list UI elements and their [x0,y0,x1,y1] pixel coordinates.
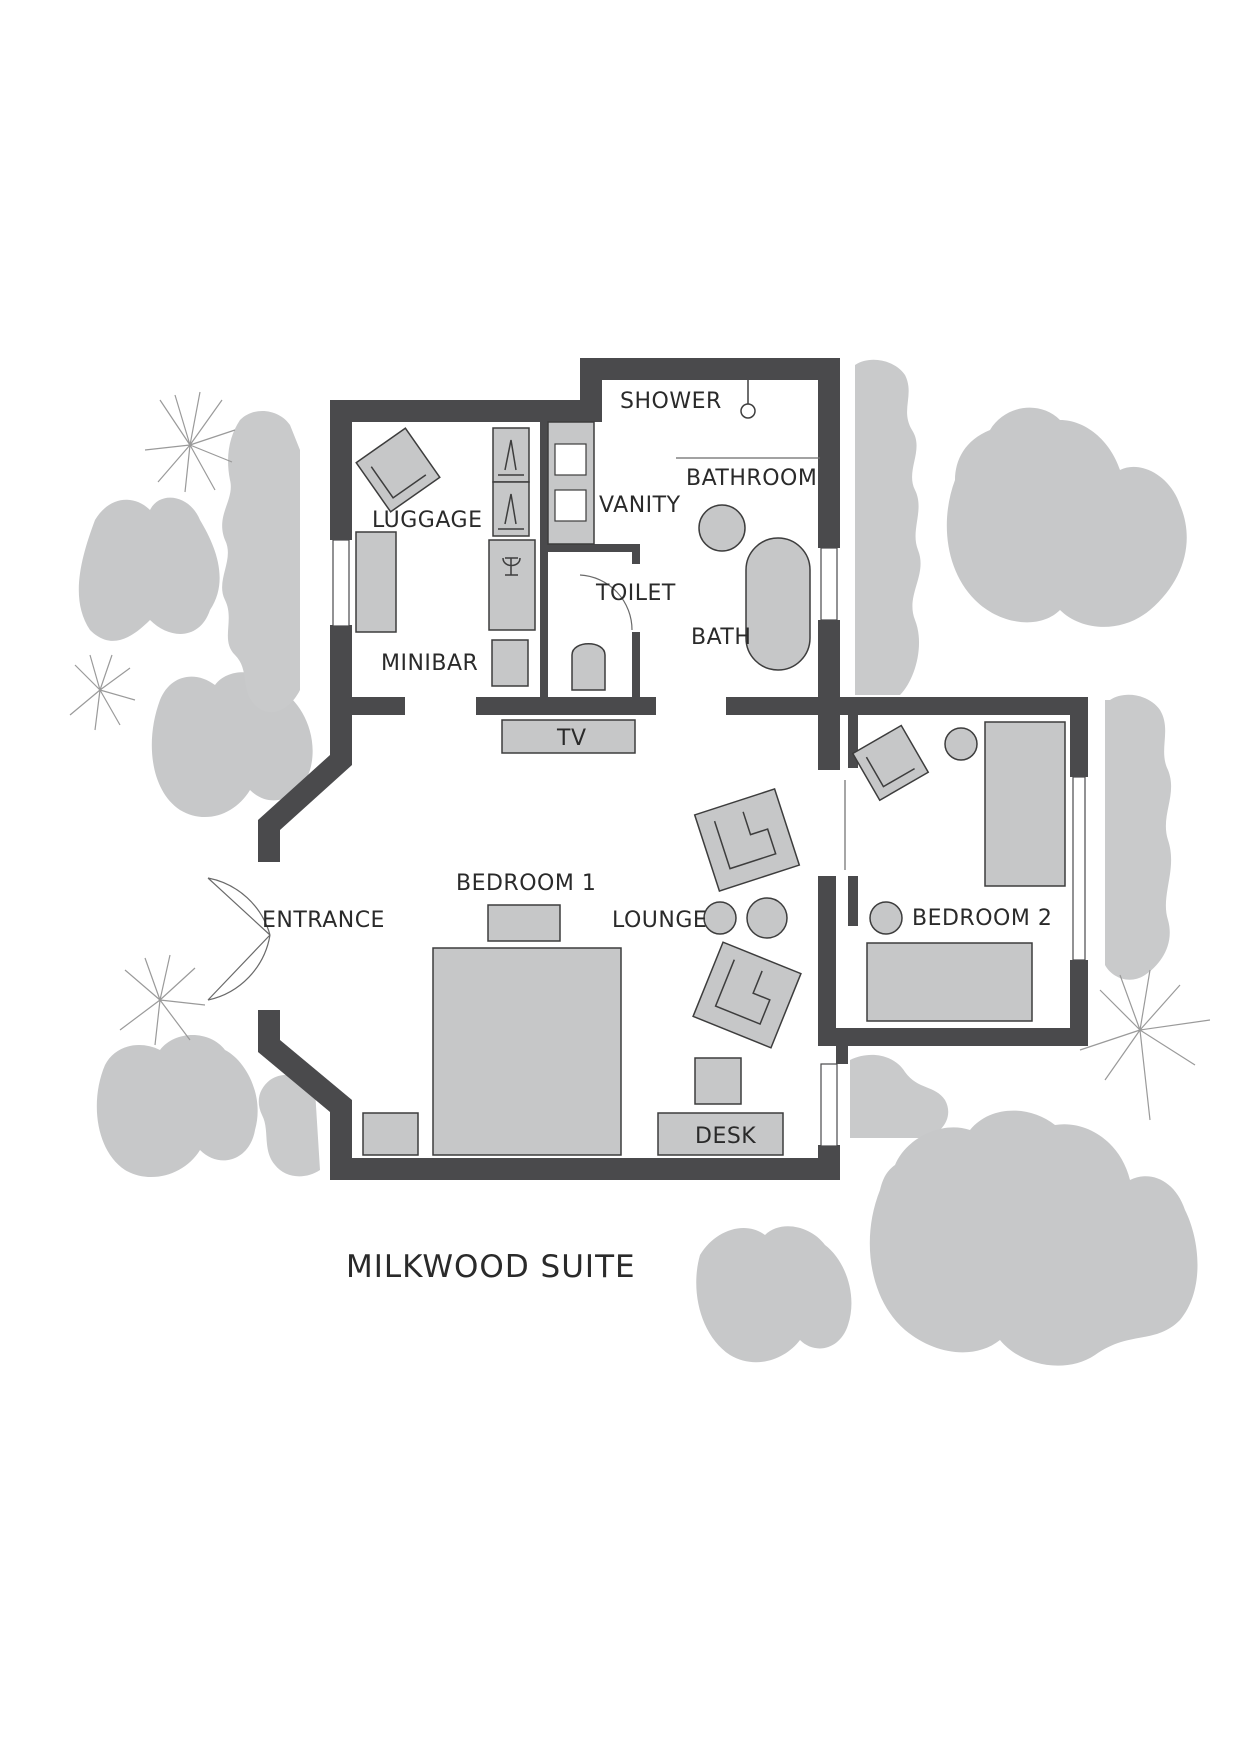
wall-entrance-upper-angle [258,705,352,862]
vanity-basin-1 [554,443,587,476]
headboard-bench [487,904,561,942]
bedroom2-side-table-1 [944,727,978,761]
entrance-door-upper [207,877,271,936]
window-bedroom1 [820,1063,838,1147]
bathtub [745,537,811,671]
tree-bottom-center [696,1226,852,1363]
label-minibar: MINIBAR [381,651,478,676]
label-vanity: VANITY [599,493,681,518]
double-bed [432,947,622,1156]
wall-interior-minibar-right [476,697,656,715]
entrance-door-lower [207,934,271,1001]
label-entrance: ENTRANCE [262,908,385,933]
label-bathroom: BATHROOM [686,466,817,491]
wall-bedroom2-left-upper [818,697,836,769]
desk [657,1112,784,1156]
tree-right-upper [946,407,1187,627]
wall-bedroom2-right-upper [1070,697,1088,777]
shrub-right-upper [855,359,921,695]
bedroom2-bed-a [984,721,1066,887]
hanger-icon-2 [498,493,524,530]
tree-left-lower [96,1035,258,1178]
wall-bedroom2-door-jamb-top [848,712,858,768]
flower-plant-right [1079,969,1211,1121]
walls [258,358,1088,1180]
wall-bedroom2-bottom-stub [836,1028,848,1064]
wall-entrance-lower-angle [258,1010,352,1180]
wall-bath-top [580,358,840,380]
wall-bedroom2-left-lower [818,876,836,1046]
bedside-table [362,1112,419,1156]
tree-right-lower [869,1110,1198,1366]
lounge-side-table-2 [746,897,788,939]
shrub-right-middle [1105,694,1172,980]
window-luggage [332,539,350,627]
vanity-counter [547,421,595,545]
wall-left-upper [330,400,352,540]
vegetation [69,359,1211,1366]
label-lounge: LOUNGE [612,908,707,933]
furniture [355,380,1066,1156]
shrub-right-lower [850,1054,949,1138]
plan-title: MILKWOOD SUITE [346,1249,636,1285]
vanity-basin-2 [554,489,587,522]
luggage-bench [355,531,397,633]
wall-bedroom2-bottom [818,1028,1088,1046]
wall-bottom [330,1158,840,1180]
bath-stool [698,504,746,552]
doors [207,457,846,1001]
bedroom2-bed-b [866,942,1033,1022]
closet-hanger-1 [492,427,530,483]
label-desk: DESK [695,1124,756,1149]
minibar-cabinet [488,539,536,631]
label-shower: SHOWER [620,389,722,414]
flower-plant-top-left [144,391,236,493]
tree-left-upper [78,497,220,641]
shower-head-icon [740,403,756,419]
label-bedroom-2: BEDROOM 2 [912,906,1052,931]
lounge-side-table-1 [703,901,737,935]
label-bath: BATH [691,625,751,650]
closet-hanger-2 [492,481,530,537]
flower-plant-mid-left [69,654,136,731]
window-bedroom2 [1072,776,1086,961]
label-luggage: LUGGAGE [372,508,482,533]
wall-toilet-right [632,632,640,707]
luggage-rack [355,427,441,513]
hanger-icon-1 [498,439,524,476]
wall-toilet-top-stub [632,544,640,564]
shrub-left-lower [258,1074,320,1177]
label-tv: TV [556,726,587,751]
window-bathroom [820,547,838,621]
wine-glass-icon [502,557,521,576]
label-bedroom-1: BEDROOM 1 [456,871,596,896]
desk-chair [694,1057,742,1105]
lounge-armchair-lower [692,941,802,1049]
room-labels: SHOWER BATHROOM VANITY LUGGAGE TOILET BA… [262,389,1052,1149]
wall-toilet-top [548,544,640,552]
wall-bottom-right-corner [818,1145,840,1180]
wall-interior-right [726,697,840,715]
flower-plant-lower-left [119,954,206,1046]
windows [332,539,1086,1147]
minibar-fridge [491,639,529,687]
label-toilet: TOILET [595,581,676,606]
wall-interior-minibar-left [340,697,405,715]
wall-top-left [330,400,594,422]
tv-unit [501,719,636,754]
wall-bedroom2-door-jamb-bottom [848,876,858,926]
shrub-left-upper [222,410,300,713]
lounge-armchair-upper [693,788,801,892]
toilet-door [579,574,633,631]
wall-bedroom2-right-lower [1070,960,1088,1045]
bedroom2-side-table-2 [869,901,903,935]
wall-bedroom2-top [818,697,1088,715]
toilet-bowl [571,643,606,691]
wall-closet-divider [540,418,548,698]
bedroom2-armchair [851,724,930,802]
wall-bath-right-upper [818,358,840,548]
